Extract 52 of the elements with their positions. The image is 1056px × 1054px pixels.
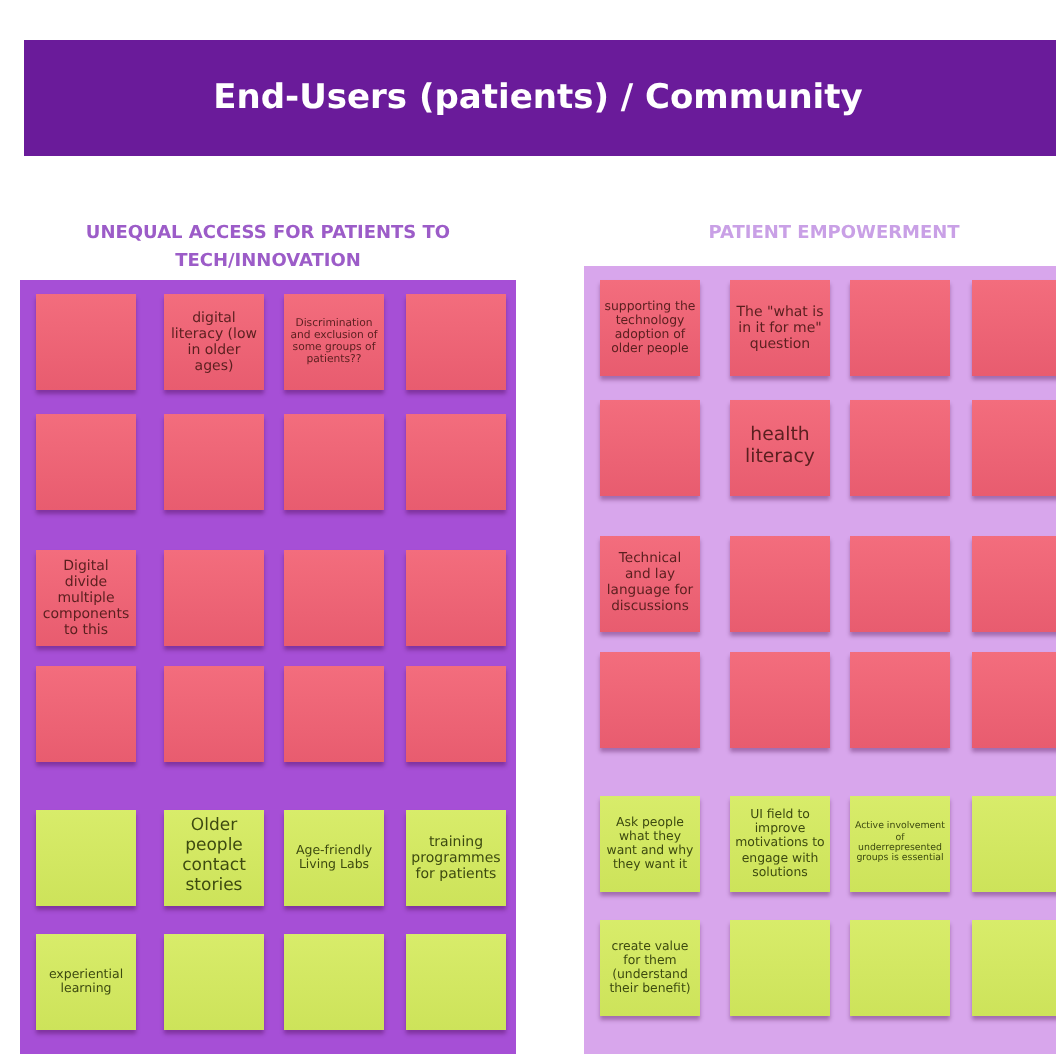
sticky-note — [36, 934, 136, 1030]
section-heading: UNEQUAL ACCESS FOR PATIENTS TO TECH/INNOVATION — [83, 221, 453, 275]
sticky-note — [730, 400, 830, 496]
sticky-note — [406, 666, 506, 762]
sticky-note — [972, 280, 1056, 376]
sticky-note — [600, 400, 700, 496]
sticky-note — [164, 934, 264, 1030]
sticky-note — [600, 536, 700, 632]
sticky-note — [600, 796, 700, 892]
sticky-note — [164, 550, 264, 646]
sticky-note — [850, 652, 950, 748]
sticky-note — [850, 400, 950, 496]
note-text: health literacy — [743, 426, 817, 470]
title-banner: End-Users (patients) / Community — [24, 40, 1056, 156]
section-heading: PATIENT EMPOWERMENT — [706, 221, 962, 247]
sticky-note — [406, 414, 506, 510]
sticky-note — [972, 920, 1056, 1016]
sticky-note — [284, 934, 384, 1030]
sticky-note — [600, 280, 700, 376]
sticky-note — [730, 280, 830, 376]
sticky-note — [406, 810, 506, 906]
sticky-note — [284, 666, 384, 762]
sticky-note — [972, 796, 1056, 892]
sticky-note — [972, 400, 1056, 496]
sticky-note — [36, 666, 136, 762]
sticky-note — [730, 920, 830, 1016]
sticky-note — [406, 934, 506, 1030]
sticky-note — [730, 652, 830, 748]
sticky-note — [730, 536, 830, 632]
sticky-note — [36, 810, 136, 906]
sticky-note — [164, 810, 264, 906]
sticky-note — [600, 652, 700, 748]
note-text: Older people contact stories — [180, 818, 248, 898]
sticky-note — [164, 666, 264, 762]
sticky-note — [284, 550, 384, 646]
sticky-note — [284, 810, 384, 906]
sticky-note — [730, 796, 830, 892]
sticky-note — [600, 920, 700, 1016]
sticky-note — [164, 294, 264, 390]
sticky-note — [284, 414, 384, 510]
sticky-note — [850, 536, 950, 632]
sticky-note — [972, 536, 1056, 632]
sticky-note — [972, 652, 1056, 748]
sticky-note — [406, 550, 506, 646]
sticky-note — [36, 414, 136, 510]
sticky-note — [850, 796, 950, 892]
sticky-note — [850, 920, 950, 1016]
sticky-note — [164, 414, 264, 510]
sticky-note — [850, 280, 950, 376]
sticky-note — [284, 294, 384, 390]
sticky-note — [406, 294, 506, 390]
sticky-note — [36, 294, 136, 390]
